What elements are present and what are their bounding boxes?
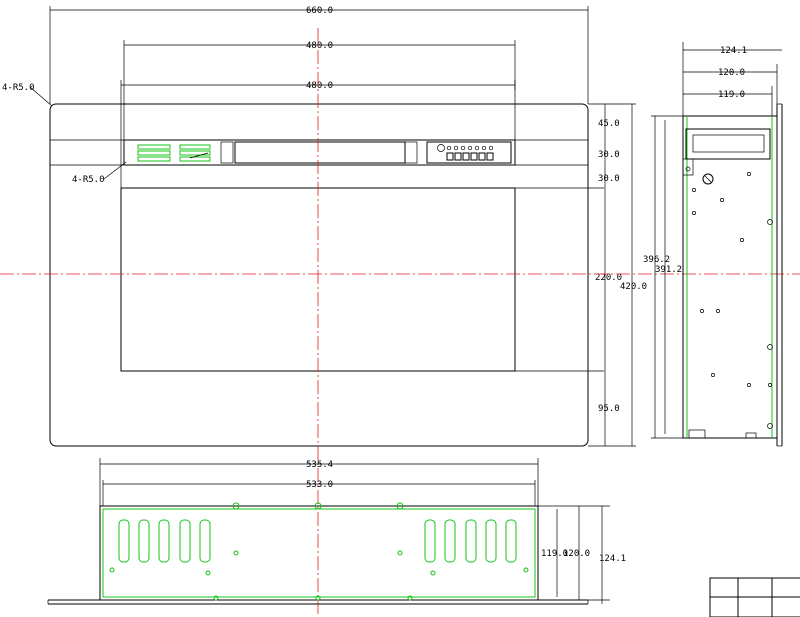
control-strip	[123, 139, 516, 166]
side-knob	[702, 173, 714, 185]
dim-overall-height: 420.0	[620, 282, 647, 292]
side-holes	[692, 172, 773, 429]
dim-side-depth-b: 120.0	[718, 68, 745, 78]
side-display-cutout	[685, 128, 771, 160]
bracket-right	[404, 141, 418, 164]
dim-bottom-h-a: 119.0	[541, 549, 568, 559]
dim-top-margin: 45.0	[598, 119, 620, 129]
vent-ribs-left	[118, 519, 211, 563]
bracket-left	[220, 141, 234, 164]
display-slot	[234, 141, 406, 164]
side-view: 124.1 120.0 119.0 396.2 391.2	[643, 42, 783, 447]
vent-slots-left	[137, 144, 211, 162]
side-body	[682, 115, 778, 439]
dim-gap-height: 30.0	[598, 174, 620, 184]
dim-bottom-margin: 95.0	[598, 404, 620, 414]
dim-overall-width: 660.0	[306, 6, 333, 16]
dim-screen-height: 220.0	[595, 273, 622, 283]
bottom-view: 535.4 533.0 119.0 120.0 124.1	[47, 458, 626, 605]
dim-opening-width: 480.0	[306, 41, 333, 51]
dim-side-depth-c: 119.0	[718, 90, 745, 100]
front-view: 660.0 480.0 480.0 4-R5.0 4-R5.0 45.0 30.…	[0, 6, 800, 617]
bottom-holes	[109, 502, 529, 601]
dim-bottom-h-b: 120.0	[563, 549, 590, 559]
dim-bottom-width-b: 533.0	[306, 480, 333, 490]
led-indicator	[437, 144, 445, 152]
dim-bar-height: 30.0	[598, 150, 620, 160]
dim-bottom-width-a: 535.4	[306, 460, 333, 470]
connector-block	[426, 141, 512, 164]
title-block	[709, 577, 800, 617]
dim-bottom-h-c: 124.1	[599, 554, 626, 564]
dim-side-height-inner: 391.2	[655, 265, 682, 275]
dim-side-height-outer: 396.2	[643, 255, 670, 265]
dim-screen-width: 480.0	[306, 81, 333, 91]
dim-inner-radius: 4-R5.0	[72, 175, 105, 185]
vent-ribs-right	[424, 519, 517, 563]
dim-outer-radius: 4-R5.0	[2, 83, 35, 93]
front-panel-outline	[49, 103, 589, 447]
dim-side-depth-a: 124.1	[720, 46, 747, 56]
